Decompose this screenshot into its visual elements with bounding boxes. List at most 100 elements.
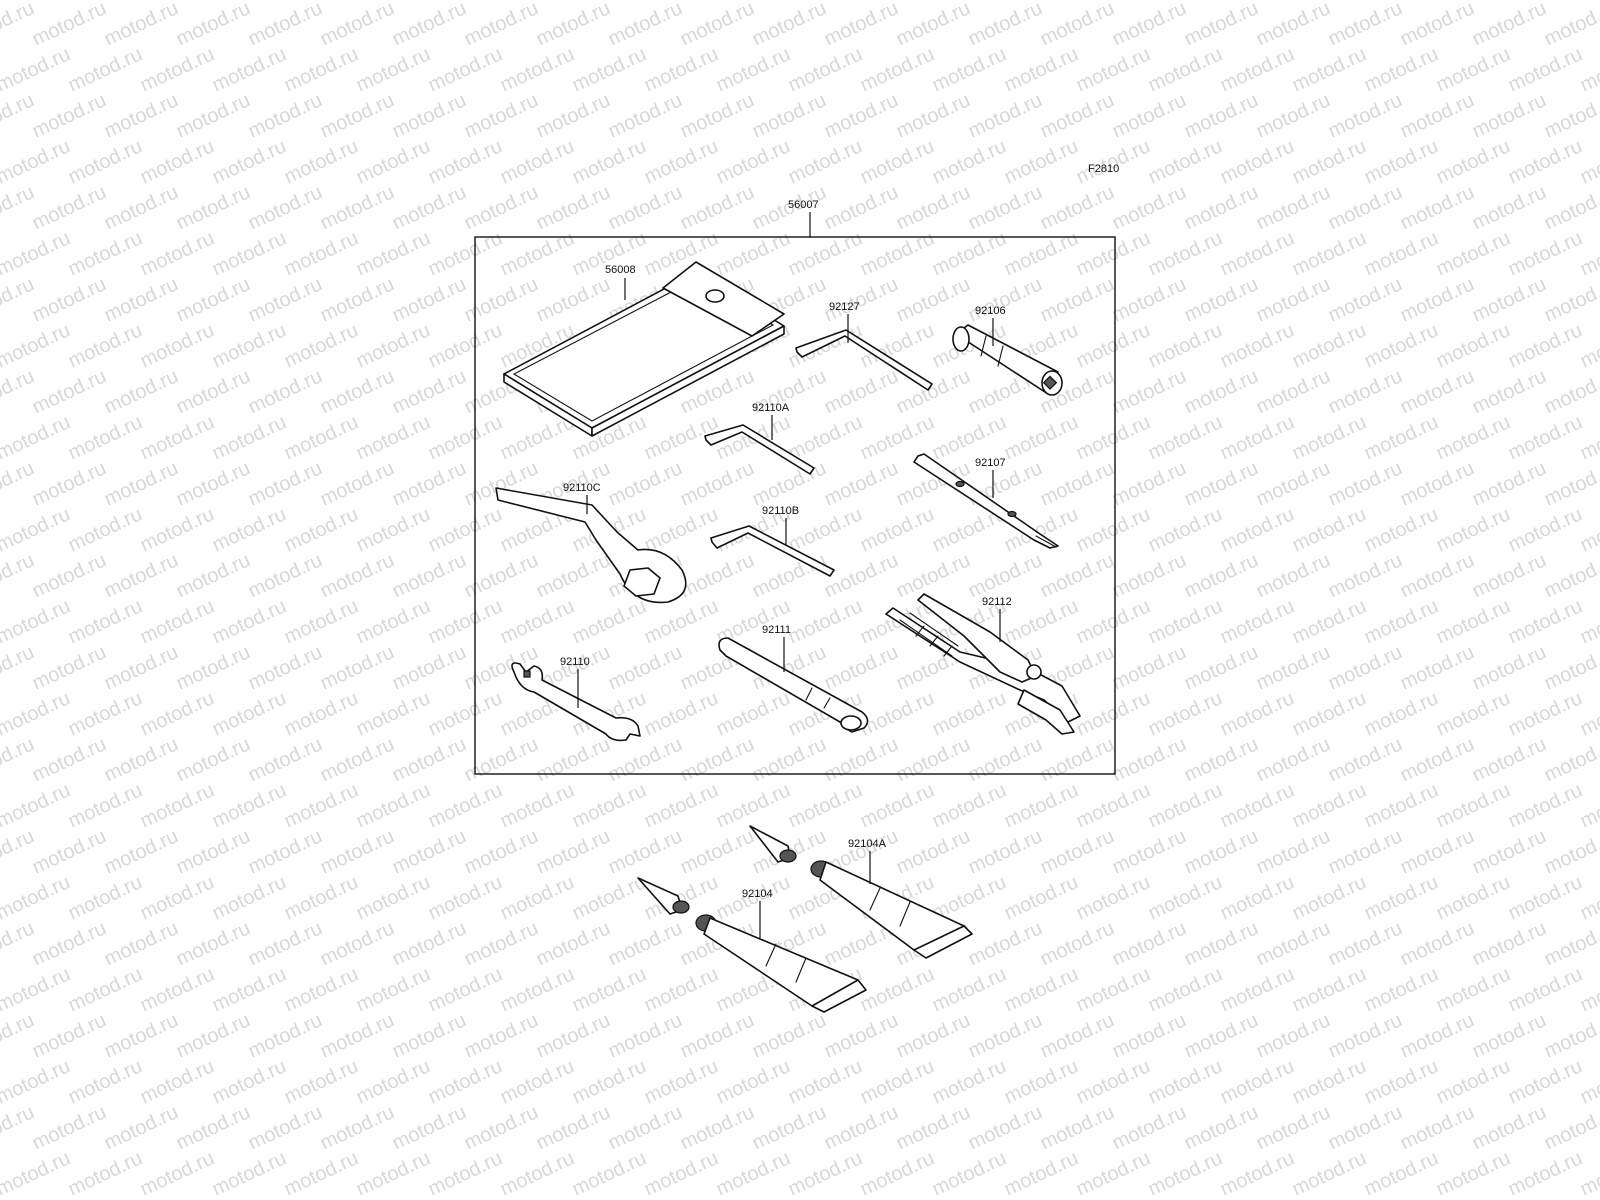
watermark-text: motod.ru (353, 319, 434, 372)
watermark-text: motod.ru (245, 1009, 326, 1062)
watermark-text: motod.ru (713, 227, 794, 280)
watermark-text: motod.ru (1361, 1055, 1442, 1108)
watermark-text: motod.ru (425, 43, 506, 96)
watermark-text: motod.ru (1361, 503, 1442, 556)
watermark-text: motod.ru (209, 1147, 290, 1200)
watermark-text: motod.ru (1109, 825, 1190, 878)
part-label-92111[interactable]: 92111 (762, 624, 791, 636)
watermark-text: motod.ru (425, 595, 506, 648)
watermark-text: motod.ru (1145, 1055, 1226, 1108)
watermark-text: motod.ru (209, 0, 290, 5)
watermark-text: motod.ru (389, 273, 470, 326)
watermark-text: motod.ru (1001, 1147, 1082, 1200)
grease-tube-92104A[interactable] (749, 825, 973, 959)
watermark-text: motod.ru (965, 273, 1046, 326)
watermark-text: motod.ru (101, 0, 182, 51)
watermark-text: motod.ru (929, 779, 1010, 832)
watermark-text: motod.ru (1577, 411, 1600, 464)
watermark-text: motod.ru (1433, 1147, 1514, 1200)
watermark-text: motod.ru (1109, 273, 1190, 326)
watermark-text: motod.ru (1433, 963, 1514, 1016)
watermark-text: motod.ru (173, 641, 254, 694)
watermark-text: motod.ru (0, 365, 38, 418)
part-label-92104[interactable]: 92104 (742, 888, 773, 900)
watermark-text: motod.ru (209, 43, 290, 96)
watermark-text: motod.ru (749, 1101, 830, 1154)
driver-handle-92106[interactable] (952, 324, 1063, 396)
watermark-text: motod.ru (1253, 273, 1334, 326)
part-label-92110C[interactable]: 92110C (563, 482, 601, 494)
watermark-text: motod.ru (857, 43, 938, 96)
watermark-text: motod.ru (425, 779, 506, 832)
watermark-text: motod.ru (281, 135, 362, 188)
watermark-text: motod.ru (1325, 733, 1406, 786)
screwdriver-92107[interactable] (913, 453, 1059, 549)
part-label-92104A[interactable]: 92104A (848, 838, 887, 850)
watermark-text: motod.ru (101, 641, 182, 694)
watermark-text: motod.ru (1505, 779, 1586, 832)
part-label-92112[interactable]: 92112 (982, 596, 1012, 608)
watermark-text: motod.ru (821, 365, 902, 418)
watermark-text: motod.ru (1541, 457, 1600, 510)
open-end-wrench-92110[interactable] (511, 662, 641, 742)
watermark-text: motod.ru (173, 549, 254, 602)
watermark-text: motod.ru (929, 1055, 1010, 1108)
watermark-text: motod.ru (1397, 1101, 1478, 1154)
watermark-text: motod.ru (677, 825, 758, 878)
watermark-text: motod.ru (209, 503, 290, 556)
pliers-92112[interactable] (885, 593, 1081, 735)
box-wrench-92110C[interactable] (495, 487, 687, 604)
part-label-92127[interactable]: 92127 (829, 301, 860, 313)
watermark-text: motod.ru (1361, 1147, 1442, 1200)
watermark-text: motod.ru (425, 411, 506, 464)
watermark-text: motod.ru (1217, 227, 1298, 280)
tool-bag-56008[interactable] (503, 261, 785, 437)
part-label-92110[interactable]: 92110 (560, 656, 590, 668)
hex-key-92110A[interactable] (704, 424, 815, 475)
watermark-text: motod.ru (101, 549, 182, 602)
watermark-text: motod.ru (1037, 181, 1118, 234)
watermark-text: motod.ru (713, 779, 794, 832)
part-label-56008[interactable]: 56008 (605, 264, 636, 276)
grease-tube-92104[interactable] (637, 877, 867, 1013)
watermark-text: motod.ru (65, 1055, 146, 1108)
watermark-text: motod.ru (533, 733, 614, 786)
watermark-text: motod.ru (641, 135, 722, 188)
watermark-text: motod.ru (1145, 135, 1226, 188)
hex-key-92127[interactable] (795, 329, 933, 391)
watermark-text: motod.ru (389, 825, 470, 878)
watermark-text: motod.ru (0, 825, 38, 878)
watermark-text: motod.ru (1577, 779, 1600, 832)
watermark-text: motod.ru (1433, 227, 1514, 280)
hex-key-92110B[interactable] (710, 525, 835, 577)
part-label-56007[interactable]: 56007 (788, 199, 819, 211)
watermark-text: motod.ru (65, 1147, 146, 1200)
watermark-text: motod.ru (641, 1147, 722, 1200)
watermark-text: motod.ru (425, 1055, 506, 1108)
part-label-92106[interactable]: 92106 (975, 305, 1006, 317)
watermark-text: motod.ru (1145, 595, 1226, 648)
watermark-text: motod.ru (1217, 0, 1298, 5)
watermark-text: motod.ru (929, 687, 1010, 740)
watermark-text: motod.ru (1181, 1101, 1262, 1154)
watermark-text: motod.ru (1469, 181, 1550, 234)
part-label-92110A[interactable]: 92110A (752, 402, 790, 414)
watermark-text: motod.ru (1253, 0, 1334, 51)
watermark-text: motod.ru (1289, 595, 1370, 648)
watermark-text: motod.ru (1433, 135, 1514, 188)
watermark-text: motod.ru (641, 779, 722, 832)
part-label-92107[interactable]: 92107 (975, 457, 1006, 469)
part-label-92110B[interactable]: 92110B (762, 505, 799, 517)
watermark-text: motod.ru (425, 1147, 506, 1200)
watermark-text: motod.ru (209, 595, 290, 648)
watermark-text: motod.ru (1037, 0, 1118, 51)
watermark-text: motod.ru (317, 641, 398, 694)
watermark-text: motod.ru (857, 0, 938, 5)
extension-tube-92111[interactable] (718, 637, 869, 733)
watermark-text: motod.ru (29, 917, 110, 970)
watermark-text: motod.ru (1397, 641, 1478, 694)
watermark-text: motod.ru (1217, 319, 1298, 372)
watermark-text: motod.ru (0, 549, 38, 602)
watermark-text: motod.ru (1505, 227, 1586, 280)
